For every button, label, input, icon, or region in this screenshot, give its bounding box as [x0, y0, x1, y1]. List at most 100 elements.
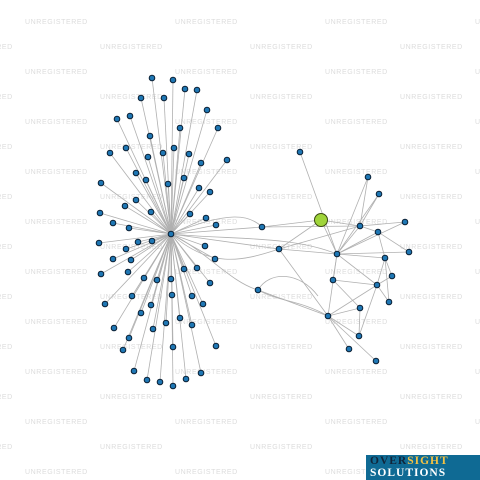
network-node[interactable]	[212, 221, 220, 229]
network-node[interactable]	[333, 250, 341, 258]
network-node[interactable]	[140, 274, 148, 282]
network-node[interactable]	[148, 237, 156, 245]
network-node[interactable]	[195, 184, 203, 192]
network-node[interactable]	[124, 268, 132, 276]
network-node[interactable]	[169, 76, 177, 84]
network-node[interactable]	[199, 300, 207, 308]
network-node[interactable]	[345, 345, 353, 353]
network-node[interactable]	[254, 286, 262, 294]
network-node[interactable]	[181, 85, 189, 93]
network-node[interactable]	[168, 291, 176, 299]
network-node[interactable]	[126, 112, 134, 120]
network-node[interactable]	[132, 169, 140, 177]
network-node[interactable]	[211, 255, 219, 263]
network-node[interactable]	[143, 376, 151, 384]
network-node[interactable]	[170, 144, 178, 152]
network-node[interactable]	[275, 245, 283, 253]
network-node[interactable]	[144, 153, 152, 161]
network-node[interactable]	[153, 276, 161, 284]
network-node[interactable]	[206, 279, 214, 287]
network-node[interactable]	[125, 224, 133, 232]
network-node[interactable]	[149, 325, 157, 333]
network-node[interactable]	[372, 357, 380, 365]
network-node[interactable]	[137, 309, 145, 317]
network-node[interactable]	[258, 223, 266, 231]
network-node[interactable]	[186, 210, 194, 218]
network-node[interactable]	[147, 301, 155, 309]
network-node[interactable]	[101, 300, 109, 308]
network-node[interactable]	[109, 255, 117, 263]
network-node[interactable]	[355, 332, 363, 340]
network-node[interactable]	[159, 149, 167, 157]
hub-node[interactable]	[167, 230, 175, 238]
network-node[interactable]	[96, 209, 104, 217]
network-node[interactable]	[164, 180, 172, 188]
network-node[interactable]	[197, 159, 205, 167]
network-node[interactable]	[201, 242, 209, 250]
network-node[interactable]	[106, 149, 114, 157]
network-node[interactable]	[202, 214, 210, 222]
network-node[interactable]	[162, 319, 170, 327]
network-node[interactable]	[374, 228, 382, 236]
network-node[interactable]	[193, 86, 201, 94]
watermark-text: UNREGISTERED	[325, 269, 388, 276]
network-node[interactable]	[324, 312, 332, 320]
network-node[interactable]	[388, 272, 396, 280]
network-node[interactable]	[182, 375, 190, 383]
network-node[interactable]	[381, 254, 389, 262]
network-node[interactable]	[137, 94, 145, 102]
network-node[interactable]	[176, 124, 184, 132]
network-node[interactable]	[121, 202, 129, 210]
network-node[interactable]	[188, 321, 196, 329]
network-node[interactable]	[223, 156, 231, 164]
network-node[interactable]	[193, 264, 201, 272]
network-node[interactable]	[375, 190, 383, 198]
network-node[interactable]	[329, 276, 337, 284]
network-node[interactable]	[113, 115, 121, 123]
network-node[interactable]	[180, 265, 188, 273]
network-node[interactable]	[401, 218, 409, 226]
network-node[interactable]	[122, 245, 130, 253]
network-node[interactable]	[167, 275, 175, 283]
network-node[interactable]	[147, 208, 155, 216]
network-node[interactable]	[122, 144, 130, 152]
network-node[interactable]	[130, 367, 138, 375]
network-node[interactable]	[203, 106, 211, 114]
network-node[interactable]	[109, 219, 117, 227]
network-node[interactable]	[373, 281, 381, 289]
network-node[interactable]	[132, 196, 140, 204]
network-node[interactable]	[356, 304, 364, 312]
network-node[interactable]	[97, 270, 105, 278]
network-node[interactable]	[146, 132, 154, 140]
network-node[interactable]	[405, 248, 413, 256]
network-edge	[377, 231, 386, 259]
network-node[interactable]	[127, 256, 135, 264]
network-node[interactable]	[134, 238, 142, 246]
network-node[interactable]	[169, 343, 177, 351]
network-edge	[327, 307, 361, 317]
network-node[interactable]	[185, 150, 193, 158]
focus-node[interactable]	[314, 213, 328, 227]
network-node[interactable]	[125, 334, 133, 342]
network-node[interactable]	[156, 378, 164, 386]
network-node[interactable]	[214, 124, 222, 132]
network-node[interactable]	[128, 292, 136, 300]
network-node[interactable]	[119, 346, 127, 354]
network-node[interactable]	[97, 179, 105, 187]
network-node[interactable]	[296, 148, 304, 156]
network-node[interactable]	[212, 342, 220, 350]
network-node[interactable]	[169, 382, 177, 390]
network-node[interactable]	[95, 239, 103, 247]
network-node[interactable]	[364, 173, 372, 181]
network-node[interactable]	[180, 174, 188, 182]
network-node[interactable]	[142, 176, 150, 184]
network-node[interactable]	[110, 324, 118, 332]
network-node[interactable]	[206, 188, 214, 196]
network-node[interactable]	[148, 74, 156, 82]
network-node[interactable]	[356, 222, 364, 230]
network-node[interactable]	[188, 292, 196, 300]
network-node[interactable]	[176, 314, 184, 322]
network-node[interactable]	[160, 94, 168, 102]
network-node[interactable]	[197, 369, 205, 377]
network-node[interactable]	[385, 298, 393, 306]
